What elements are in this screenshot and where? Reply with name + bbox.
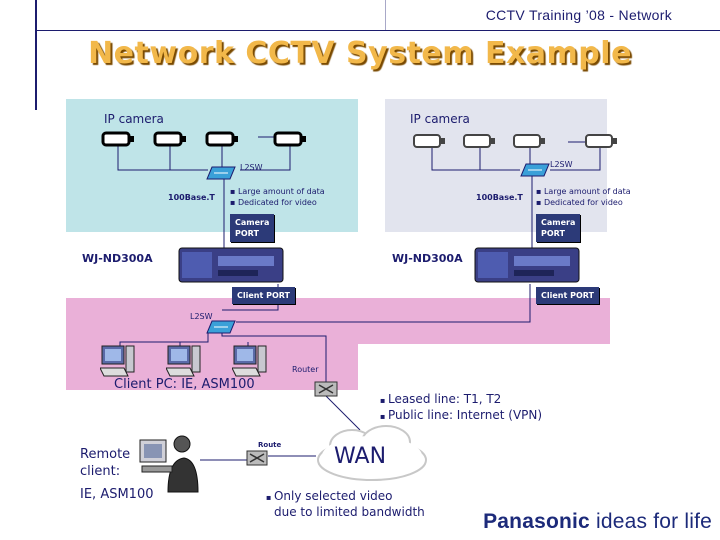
left-rule [35, 0, 37, 110]
bullet-item: Dedicated for video [230, 197, 325, 208]
ip-camera-icon [413, 134, 445, 148]
site-a-client-port: Client PORT [232, 287, 296, 304]
bullet-item: Large amount of data [230, 186, 325, 197]
port-label-line: Camera [541, 218, 576, 227]
ip-camera-icon [513, 134, 545, 148]
bandwidth-note: ▪ Only selected video due to limited ban… [266, 489, 425, 520]
client-switch-label: L2SW [190, 312, 213, 321]
wan-line-bullets: Leased line: T1, T2 Public line: Interne… [380, 392, 542, 424]
router-icon [246, 450, 268, 466]
router-icon [314, 381, 338, 397]
l2-switch-icon [206, 166, 236, 180]
header-block [0, 0, 386, 30]
site-b-link-label: 100Base.T [476, 193, 523, 202]
wan-cloud-icon [317, 425, 427, 481]
brand-footer: Panasonic ideas for life [483, 510, 712, 534]
bullet-item: Leased line: T1, T2 [380, 392, 542, 408]
site-b-camera-port: Camera PORT [536, 214, 581, 242]
remote-label-line: client: [80, 464, 121, 479]
slide-title: Network CCTV System Example [88, 36, 632, 71]
wan-label: WAN [334, 444, 387, 469]
site-a-bullets: Large amount of data Dedicated for video [230, 186, 325, 208]
note-text: Only selected video [273, 489, 393, 503]
header-bar: CCTV Training ’08 - Network [0, 0, 720, 30]
client-pc-icon [100, 345, 135, 377]
bullet-marker: ▪ [266, 493, 274, 502]
remote-software-label: IE, ASM100 [80, 487, 154, 502]
site-b-camera-label: IP camera [410, 112, 470, 126]
site-a-zone [66, 99, 358, 232]
client-pc-icon [166, 345, 201, 377]
l2-switch-icon [206, 320, 236, 334]
site-a-camera-port: Camera PORT [230, 214, 275, 242]
site-a-recorder-label: WJ-ND300A [82, 252, 153, 265]
ip-camera-icon [101, 131, 134, 147]
header-text: CCTV Training ’08 - Network [485, 7, 672, 23]
bullet-item: Dedicated for video [536, 197, 631, 208]
note-line: ▪ Only selected video [266, 489, 425, 505]
remote-client-label: Remote client: [80, 446, 130, 480]
bullet-item: Large amount of data [536, 186, 631, 197]
site-b-switch-label: L2SW [550, 160, 573, 169]
site-a-link-label: 100Base.T [168, 193, 215, 202]
network-recorder-icon [474, 247, 580, 283]
client-pc-label: Client PC: IE, ASM100 [114, 377, 255, 392]
site-a-switch-label: L2SW [240, 163, 263, 172]
ip-camera-icon [153, 131, 186, 147]
ip-camera-icon [273, 131, 306, 147]
site-a-camera-label: IP camera [104, 112, 164, 126]
ip-camera-icon [585, 134, 617, 148]
ip-camera-icon [205, 131, 238, 147]
panasonic-logo: Panasonic [483, 510, 590, 533]
port-label-line: PORT [541, 229, 565, 238]
brand-tagline: ideas for life [595, 510, 712, 533]
site-b-recorder-label: WJ-ND300A [392, 252, 463, 265]
header-rule [35, 30, 720, 31]
bullet-item: Public line: Internet (VPN) [380, 408, 542, 424]
l2-switch-icon [520, 163, 550, 177]
remote-label-line: Remote [80, 447, 131, 462]
port-label-line: Camera [235, 218, 270, 227]
site-b-client-port: Client PORT [536, 287, 600, 304]
client-pc-icon [232, 345, 267, 377]
remote-user-icon [139, 435, 199, 493]
site-b-bullets: Large amount of data Dedicated for video [536, 186, 631, 208]
note-line: due to limited bandwidth [274, 505, 425, 519]
client-lan-zone [66, 298, 610, 344]
remote-router-label: Route [258, 441, 282, 449]
site-b-zone [385, 99, 607, 232]
port-label-line: PORT [235, 229, 259, 238]
router-label: Router [292, 365, 319, 374]
ip-camera-icon [463, 134, 495, 148]
network-recorder-icon [178, 247, 284, 283]
